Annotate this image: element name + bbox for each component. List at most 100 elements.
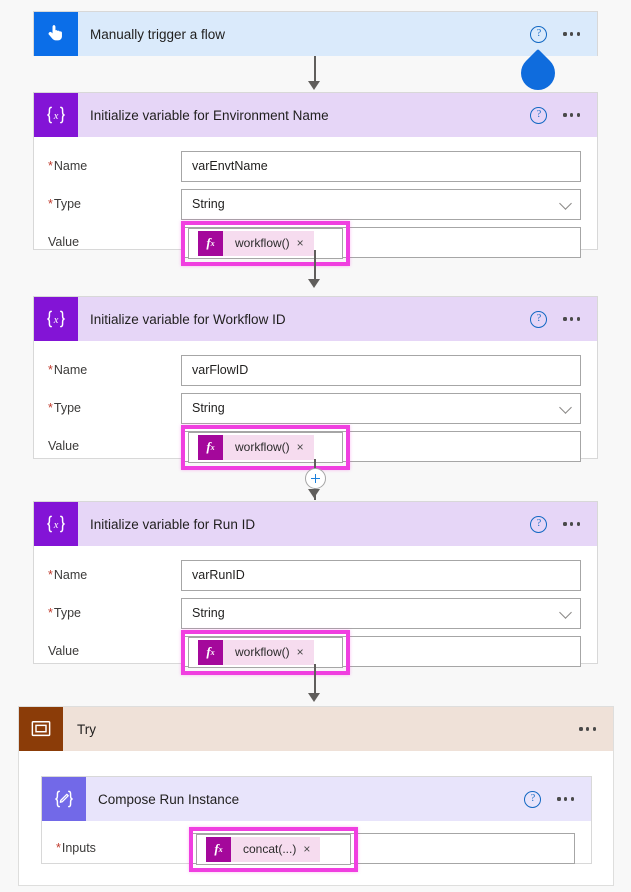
chevron-down-icon — [559, 606, 572, 619]
chevron-down-icon — [559, 197, 572, 210]
type-select-value: String — [192, 401, 225, 415]
pointer-teardrop-icon — [513, 48, 563, 98]
more-options-icon[interactable] — [561, 518, 582, 529]
required-asterisk: * — [56, 841, 61, 855]
connector-arrow-icon — [308, 489, 320, 498]
name-input[interactable]: varRunID — [181, 559, 581, 591]
chevron-down-icon — [559, 401, 572, 414]
more-options-icon[interactable] — [577, 723, 598, 734]
token-label: workflow() — [235, 440, 290, 454]
field-label-value: Value — [48, 235, 80, 249]
connector-arrow-icon — [308, 693, 320, 702]
insert-new-step-button[interactable] — [305, 468, 326, 489]
compose-card-header[interactable]: Compose Run Instance ? — [42, 777, 591, 821]
action-card-header[interactable]: x Initialize variable for Run ID ? — [34, 502, 597, 546]
variable-braces-x-icon: x — [34, 502, 78, 546]
connector-arrow-icon — [308, 81, 320, 90]
help-icon[interactable]: ? — [530, 310, 548, 328]
action-card-init-workflow-id[interactable]: x Initialize variable for Workflow ID ? … — [33, 296, 598, 470]
help-icon[interactable]: ? — [530, 106, 548, 124]
svg-text:x: x — [53, 520, 59, 531]
action-title: Initialize variable for Environment Name — [90, 107, 329, 123]
close-icon[interactable]: × — [296, 440, 304, 454]
scope-header[interactable]: Try — [19, 707, 613, 751]
name-input[interactable]: varFlowID — [181, 354, 581, 386]
action-header-actions: ? — [530, 106, 597, 124]
action-card-body: *Name varRunID *Type String Value — [34, 546, 597, 686]
field-label-inputs: *Inputs — [56, 841, 96, 855]
type-select-value: String — [192, 606, 225, 620]
token-label: concat(...) — [243, 842, 297, 856]
type-select[interactable]: String — [181, 597, 581, 629]
variable-braces-x-icon: x — [34, 297, 78, 341]
action-card-init-envt-name[interactable]: x Initialize variable for Environment Na… — [33, 92, 598, 266]
close-icon[interactable]: × — [296, 236, 304, 250]
scope-frame-icon — [19, 707, 63, 751]
action-header-actions: ? — [530, 310, 597, 328]
action-card-body: *Name varFlowID *Type String Value — [34, 341, 597, 481]
action-card-header[interactable]: x Initialize variable for Environment Na… — [34, 93, 597, 137]
action-card-header[interactable]: x Initialize variable for Workflow ID ? — [34, 297, 597, 341]
required-asterisk: * — [48, 197, 53, 211]
action-header-actions: ? — [530, 515, 597, 533]
trigger-card-manually-trigger-a-flow[interactable]: Manually trigger a flow ? — [33, 11, 598, 56]
action-title: Initialize variable for Run ID — [90, 516, 256, 532]
action-card-compose-run-instance[interactable]: Compose Run Instance ? *Inputs — [41, 776, 592, 872]
required-asterisk: * — [48, 606, 53, 620]
scope-header-actions — [577, 723, 613, 734]
action-card-body: *Name varEnvtName *Type String Value — [34, 137, 597, 277]
more-options-icon[interactable] — [561, 28, 582, 39]
field-row-name: *Name varFlowID — [34, 353, 597, 387]
name-input[interactable]: varEnvtName — [181, 150, 581, 182]
trigger-header-actions: ? — [530, 25, 597, 43]
help-icon[interactable]: ? — [524, 790, 542, 808]
close-icon[interactable]: × — [303, 842, 311, 856]
field-row-type: *Type String — [34, 391, 597, 425]
field-label-value: Value — [48, 644, 80, 658]
more-options-icon[interactable] — [555, 793, 576, 804]
required-asterisk: * — [48, 159, 53, 173]
compose-pencil-braces-icon — [42, 777, 86, 821]
token-label: workflow() — [235, 645, 290, 659]
field-row-type: *Type String — [34, 596, 597, 630]
more-options-icon[interactable] — [561, 109, 582, 120]
connector-trigger-to-init1 — [314, 56, 316, 84]
help-icon[interactable]: ? — [530, 25, 548, 43]
help-icon[interactable]: ? — [530, 515, 548, 533]
token-label: workflow() — [235, 236, 290, 250]
required-asterisk: * — [48, 363, 53, 377]
compose-header-actions: ? — [524, 790, 591, 808]
type-select[interactable]: String — [181, 392, 581, 424]
close-icon[interactable]: × — [296, 645, 304, 659]
type-select[interactable]: String — [181, 188, 581, 220]
scope-card-try[interactable]: Try Compose Run Instance ? — [18, 706, 614, 886]
field-label-name: *Name — [48, 159, 88, 173]
type-select-value: String — [192, 197, 225, 211]
variable-braces-x-icon: x — [34, 93, 78, 137]
trigger-card-header[interactable]: Manually trigger a flow ? — [34, 12, 597, 56]
action-card-init-run-id[interactable]: x Initialize variable for Run ID ? *Name… — [33, 501, 598, 675]
connector-init1-to-init2 — [314, 250, 316, 281]
more-options-icon[interactable] — [561, 313, 582, 324]
